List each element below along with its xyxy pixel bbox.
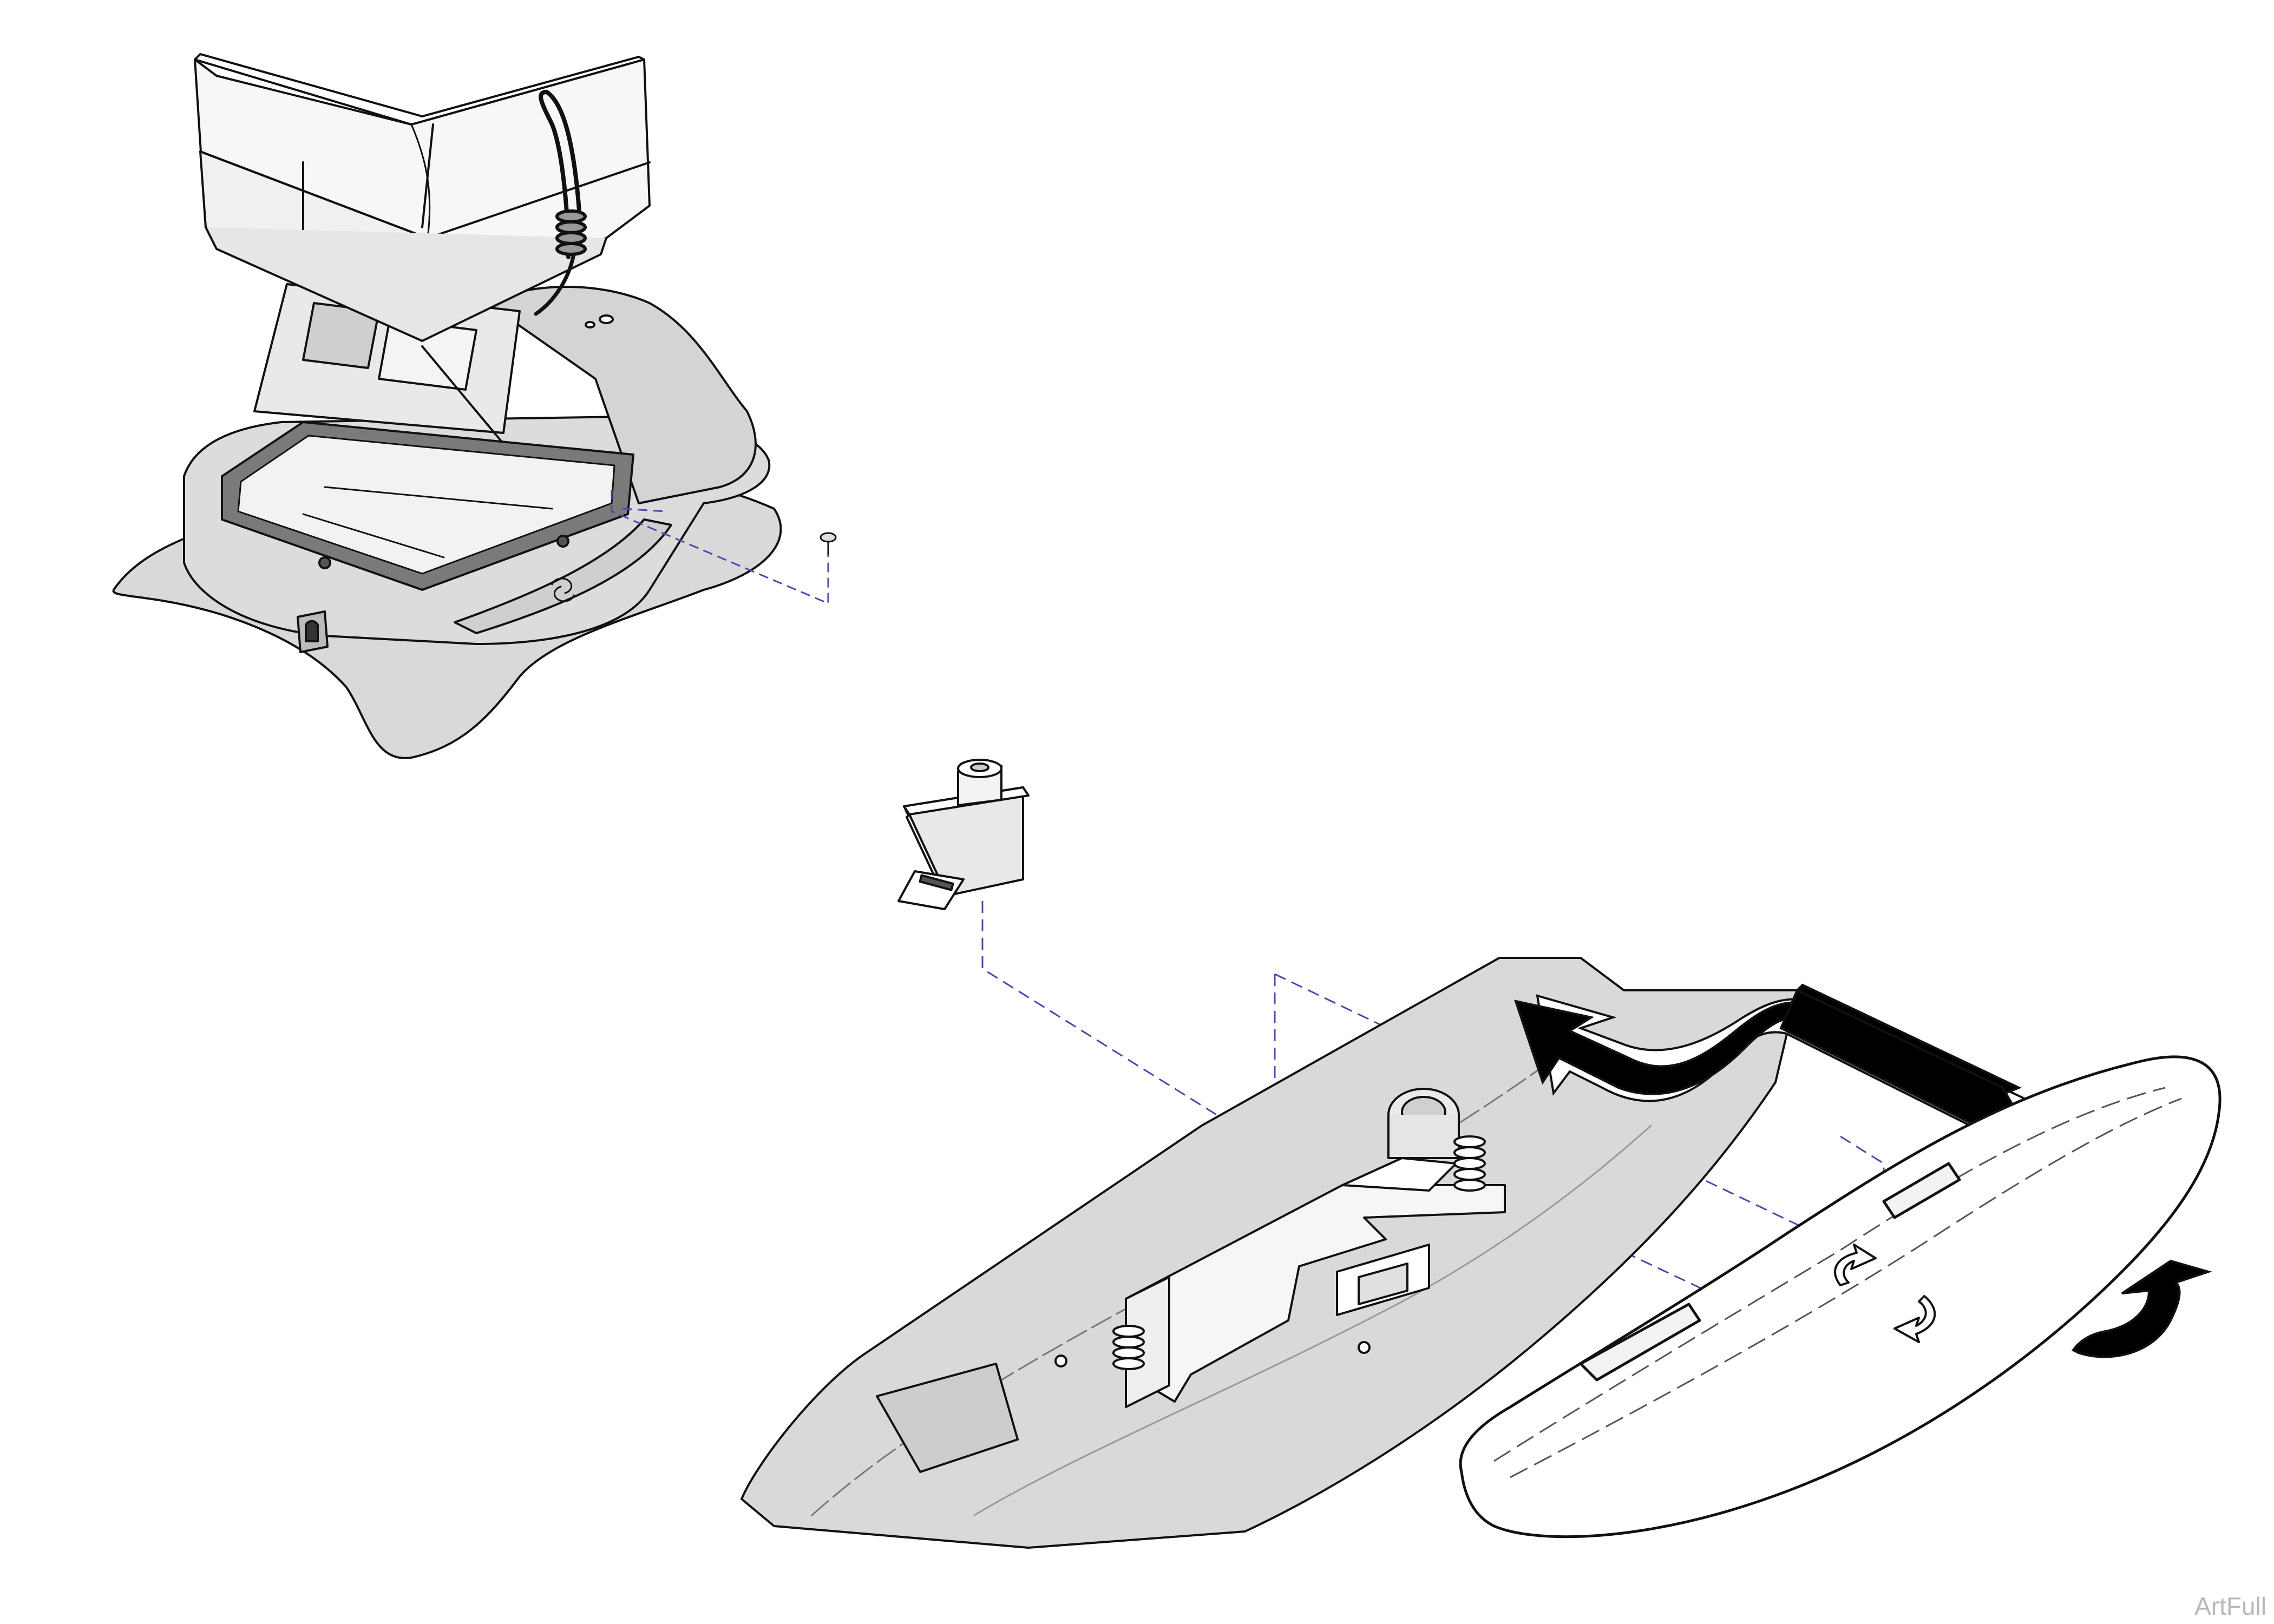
chair-base-assembly [112, 53, 782, 759]
seat-block [194, 53, 651, 342]
rotate-arrows-icon [1834, 1244, 1936, 1343]
lift-shroud [486, 286, 757, 504]
shroud-hole [585, 321, 595, 328]
switch-icon [897, 759, 1030, 910]
removable-cover [1459, 1055, 2221, 1538]
coiled-cable [534, 90, 587, 316]
switch-bracket [1125, 1157, 1506, 1408]
rotate-arrows-icon [551, 577, 575, 602]
curved-arrow-icon [2072, 1259, 2212, 1358]
leader-lines-upper [611, 490, 829, 605]
shroud-hole [599, 314, 614, 324]
spring-left [1112, 1325, 1145, 1370]
spring-right [1453, 1135, 1486, 1192]
watermark: ArtFull [2194, 1592, 2266, 1620]
cover-plate [454, 518, 672, 634]
base-cover-section [740, 957, 1798, 1549]
screw-icon [820, 532, 837, 555]
base-frame [221, 421, 634, 591]
